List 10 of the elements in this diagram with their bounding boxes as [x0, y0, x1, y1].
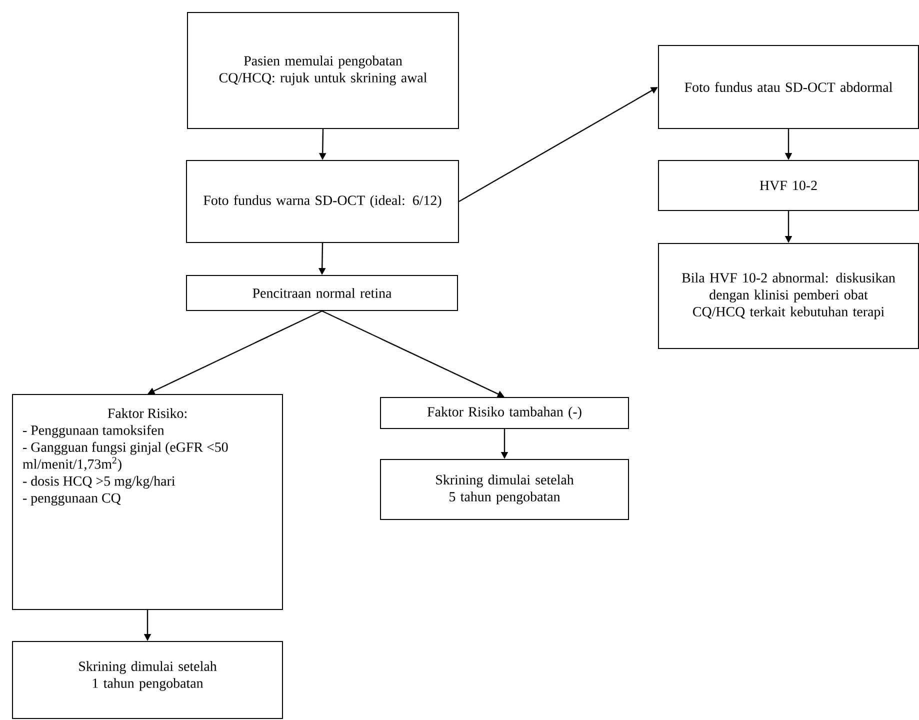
process-box: Faktor Risiko: - Penggunaan tamoksifen - Gangguan fungsi ginjal (eGFR <50 ml/menit/1,73m$^{2}$) - dosis HCQ >5 mg/kg/hari - penggunaan CQ	[12, 394, 283, 610]
process-box: Bila HVF 10-2 abnormal: diskusikan dengan klinisi pemberi obat CQ/HCQ terkait kebutuhan terapi	[658, 243, 919, 349]
process-box: Pasien memulai pengobatan CQ/HCQ: rujuk untuk skrining awal	[187, 12, 459, 129]
process-box: Faktor Risiko tambahan (-)	[380, 397, 629, 429]
process-box: Skrining dimulai setelah 5 tahun pengobatan	[380, 459, 629, 520]
process-box: HVF 10-2	[658, 160, 919, 211]
process-box: Pencitraan normal retina	[186, 275, 458, 311]
process-box: Foto fundus atau SD-OCT abdormal	[658, 45, 919, 129]
process-box: Foto fundus warna SD-OCT (ideal: 6/12)	[186, 160, 459, 243]
process-box: Skrining dimulai setelah 1 tahun pengobatan	[12, 641, 283, 719]
